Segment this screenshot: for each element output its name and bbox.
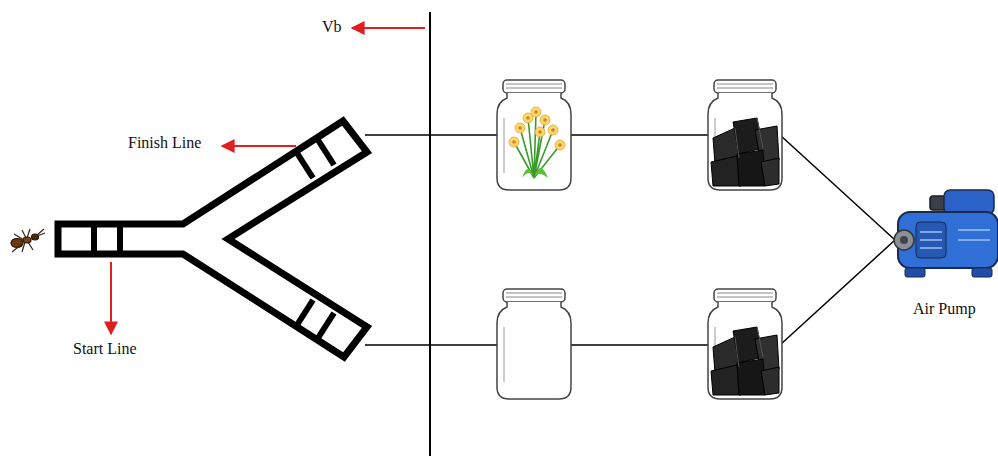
air-pump-label: Air Pump bbox=[913, 300, 976, 318]
start-line-label: Start Line bbox=[73, 340, 137, 358]
voltage-label: Vb bbox=[322, 18, 342, 36]
ant bbox=[11, 229, 45, 252]
flowers bbox=[509, 107, 565, 178]
finish-line-label: Finish Line bbox=[128, 134, 201, 152]
air-pump bbox=[894, 190, 998, 277]
